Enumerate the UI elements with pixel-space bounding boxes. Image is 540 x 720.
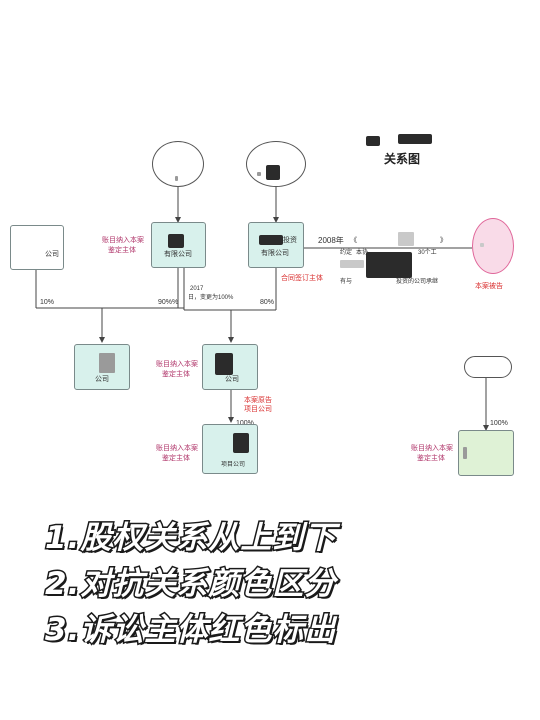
far-right-pill	[464, 356, 512, 378]
agreement-open-quote: 《	[350, 237, 357, 244]
company-a-label: 有限公司	[164, 251, 192, 258]
agreement-redacted-a	[398, 232, 414, 246]
title-redacted-1	[366, 136, 380, 146]
company-left-label: 公司	[45, 251, 59, 258]
company-a: 有限公司	[151, 222, 206, 268]
agreement-bottom-prefix: 有与	[340, 279, 353, 285]
company-b: 投资 有限公司	[248, 222, 304, 268]
company-bottom: 项目公司	[202, 424, 258, 474]
change-note-year: 2017	[190, 286, 204, 292]
pct-left: 10%	[40, 299, 55, 306]
caption-line-2: 2.对抗关系颜色区分	[43, 565, 337, 604]
title-redacted-2	[398, 134, 432, 144]
company-mid-note-2: 鉴定主体	[162, 371, 190, 378]
diagram-title: 关系图	[384, 152, 421, 166]
pct-far-right: 100%	[490, 420, 508, 427]
change-note: 日，变更为100%	[188, 295, 234, 301]
defendant-project-note-2: 项目公司	[244, 406, 272, 413]
plaintiff-oval	[472, 218, 514, 274]
company-mid-left: 公司	[74, 344, 130, 390]
company-far-right-note-1: 账目纳入本案	[411, 445, 453, 452]
agreement-close: 》	[440, 237, 447, 244]
caption-line-1: 1.股权关系从上到下	[43, 519, 337, 558]
agreement-redacted-b	[366, 252, 412, 278]
shareholder-oval-right	[246, 141, 306, 187]
pct-bottom: 100%	[236, 419, 254, 428]
caption-line-3: 3.诉讼主体红色标出	[43, 611, 337, 650]
agreement-prefix: 约定	[340, 250, 353, 256]
agreement-year: 2008年	[318, 236, 344, 245]
agreement-mid: 本协	[356, 250, 369, 256]
company-mid-note-1: 账目纳入本案	[156, 361, 198, 368]
shareholder-oval-left	[152, 141, 204, 187]
pct-mid: 90%%	[158, 299, 179, 306]
agreement-bottom-suffix: 投资的公司承继	[396, 279, 439, 285]
company-far-right-note-2: 鉴定主体	[417, 455, 445, 462]
company-b-label: 有限公司	[261, 250, 289, 257]
company-left: 公司	[10, 225, 64, 270]
contract-signer-label: 合同签订主体	[281, 275, 323, 282]
company-a-note-1: 账目纳入本案	[102, 237, 144, 244]
company-far-right	[458, 430, 514, 476]
company-bottom-note-1: 账目纳入本案	[156, 445, 198, 452]
company-mid-left-label: 公司	[95, 376, 109, 383]
pct-right: 80%	[260, 299, 275, 306]
company-mid: 公司	[202, 344, 258, 390]
company-mid-label: 公司	[225, 376, 239, 383]
agreement-redacted-c	[340, 260, 364, 268]
company-bottom-note-2: 鉴定主体	[162, 455, 190, 462]
company-a-note-2: 鉴定主体	[108, 247, 136, 254]
company-b-mid-label: 投资	[283, 237, 297, 244]
defendant-project-note-1: 本案原告	[244, 397, 272, 404]
company-bottom-label: 项目公司	[221, 462, 246, 468]
agreement-suffix: 30个工	[418, 250, 437, 256]
plaintiff-label: 本案被告	[475, 283, 503, 290]
